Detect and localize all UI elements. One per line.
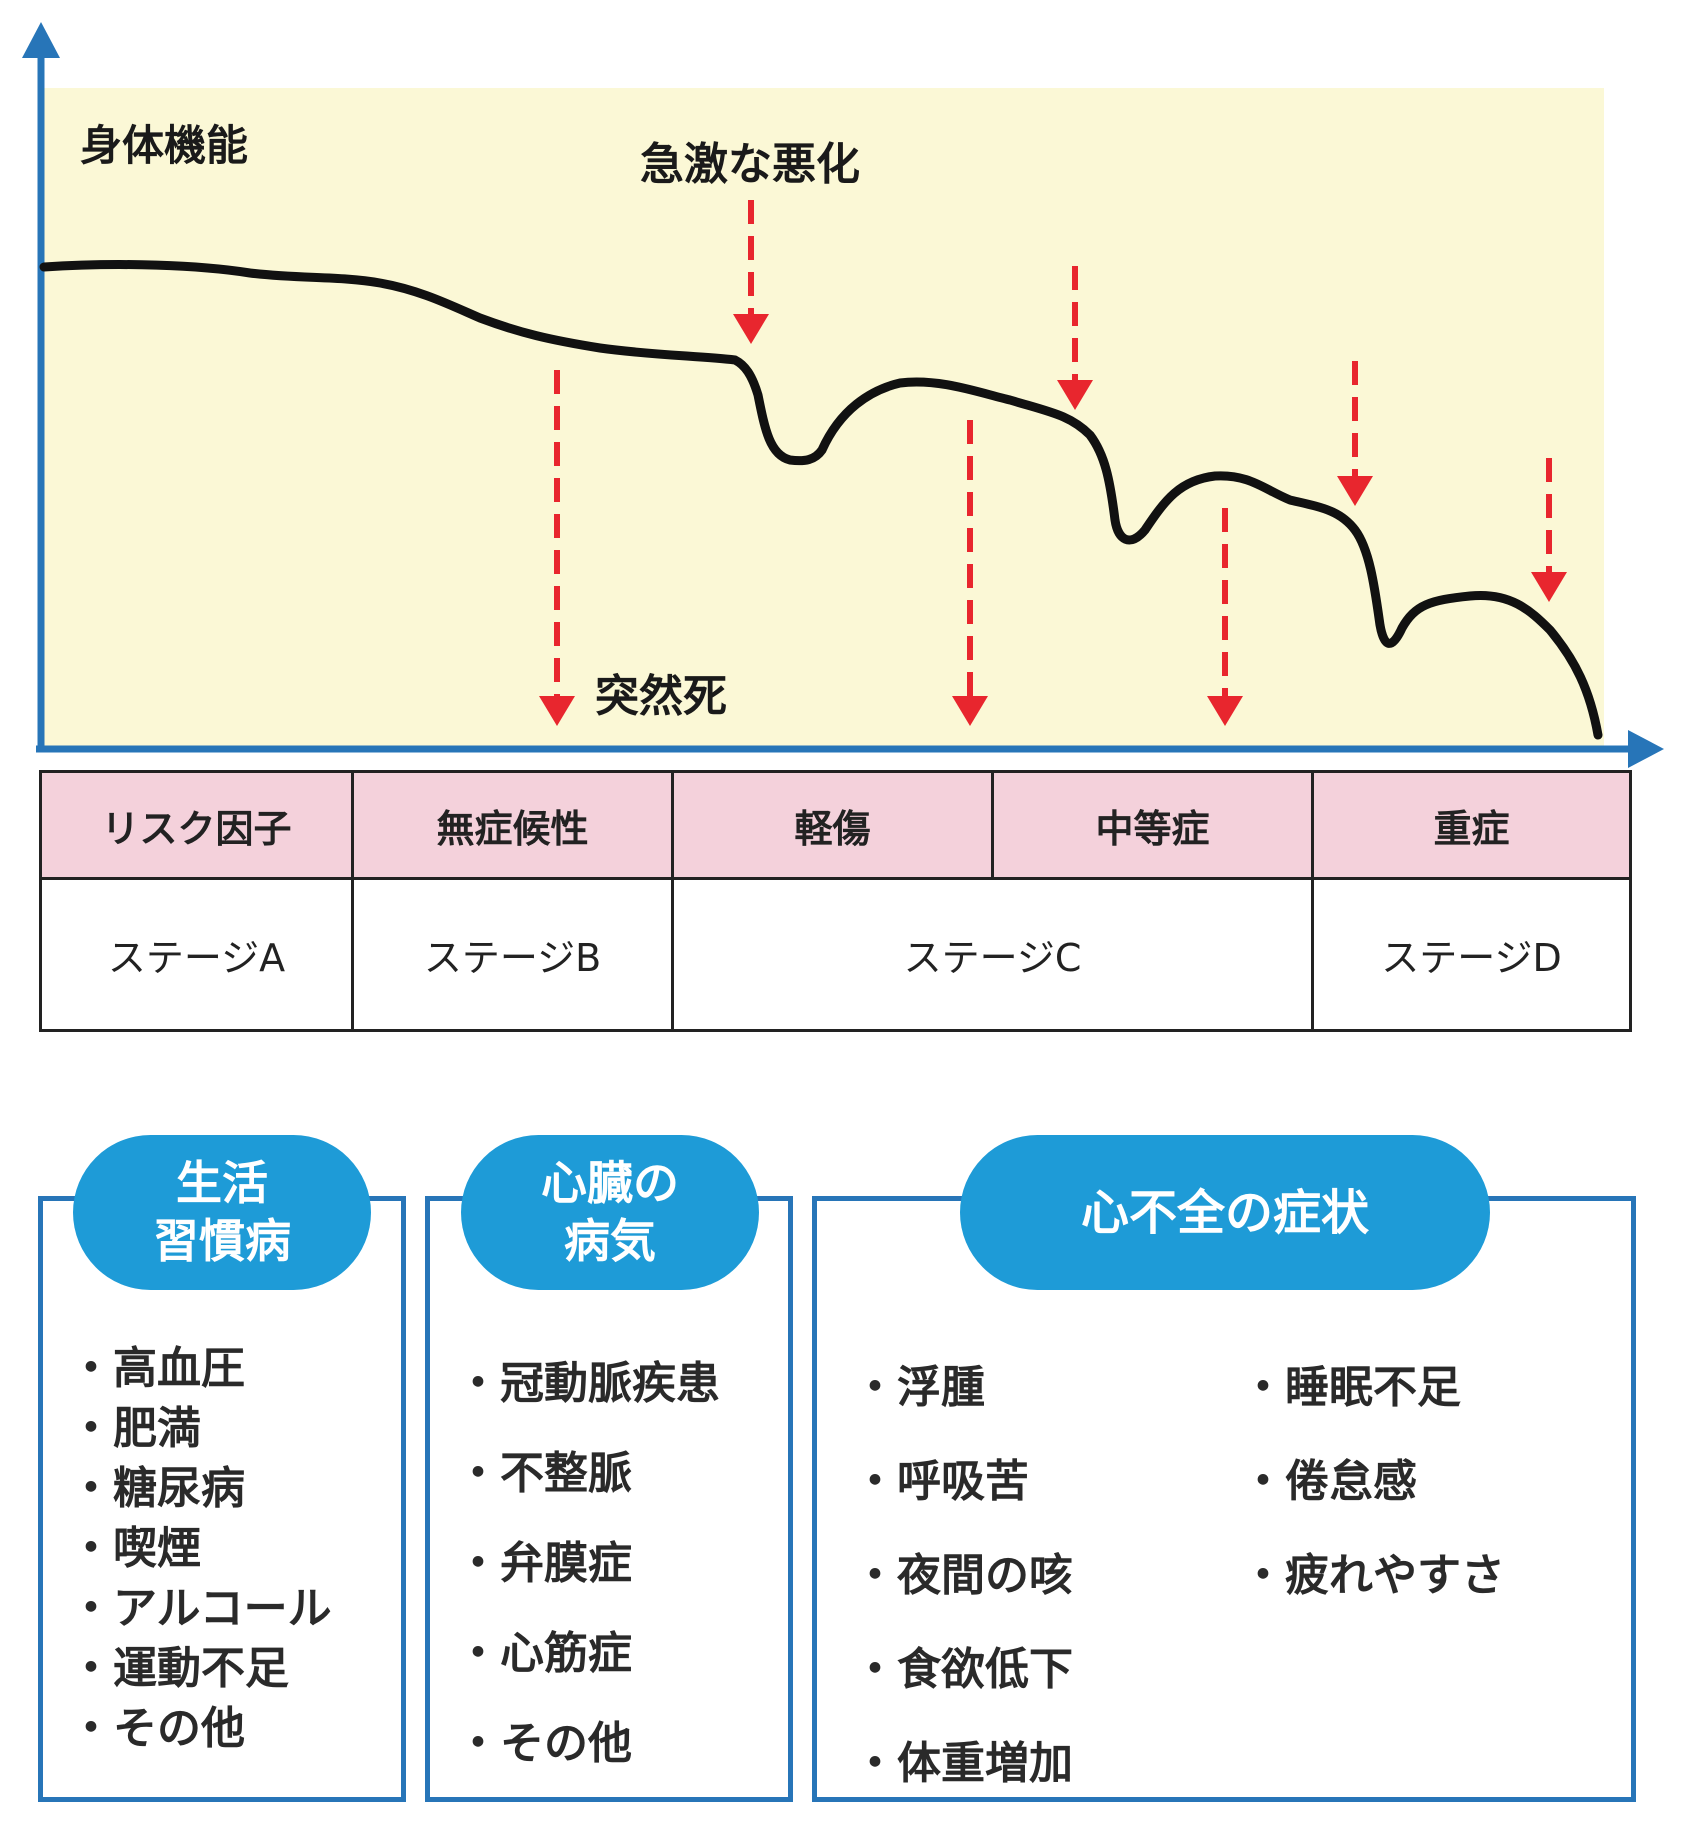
sudden-death-arrows [539,370,1243,726]
list-item: 疲れやすさ [1241,1529,1505,1623]
stage-d: ステージD [1314,880,1629,1029]
phase-asymptomatic: 無症候性 [354,773,674,880]
symptoms-title: 心不全の症状 [960,1135,1490,1290]
list-item: 高血圧 [69,1339,332,1399]
physical-function-diagram [22,22,1664,768]
list-item: 糖尿病 [69,1459,332,1519]
phase-severe: 重症 [1314,773,1629,880]
worsening-arrows [733,200,1567,602]
title-line: 心臓の [541,1156,679,1210]
list-item: アルコール [69,1579,332,1639]
list-item: 体重増加 [853,1717,1073,1811]
sudden-death-arrowhead-3 [1207,696,1243,726]
list-item: 浮腫 [853,1341,1073,1435]
x-axis-arrowhead [1628,730,1664,768]
y-axis-arrowhead [22,22,60,58]
sudden-worsening-label: 急激な悪化 [640,139,860,190]
list-item: その他 [69,1699,332,1759]
lifestyle-disease-box: 高血圧 肥満 糖尿病 喫煙 アルコール 運動不足 その他 [38,1196,406,1802]
list-item: 不整脈 [456,1429,720,1519]
sudden-death-arrowhead-2 [952,696,988,726]
list-item: 冠動脈疾患 [456,1339,720,1429]
heart-disease-title: 心臓の 病気 [461,1135,759,1290]
worsening-arrowhead-2 [1057,380,1093,410]
worsening-arrowhead-3 [1337,476,1373,506]
list-item: 心筋症 [456,1609,720,1699]
title-line: 心不全の症状 [1080,1184,1369,1241]
title-line: 病気 [564,1213,656,1268]
plot-background [44,88,1604,748]
phase-moderate: 中等症 [994,773,1314,880]
worsening-arrowhead-1 [733,314,769,344]
stage-b: ステージB [354,880,674,1029]
list-item: 弁膜症 [456,1519,720,1609]
list-item: 運動不足 [69,1639,332,1699]
title-line: 習慣病 [153,1213,291,1268]
title-line: 生活 [176,1156,268,1210]
physical-function-curve [39,260,1603,740]
stage-table: リスク因子 無症候性 軽傷 中等症 重症 ステージA ステージB ステージC ス… [39,770,1632,1032]
symptoms-list-right: 睡眠不足 倦怠感 疲れやすさ [1241,1341,1505,1623]
heart-disease-box: 冠動脈疾患 不整脈 弁膜症 心筋症 その他 [425,1196,793,1802]
heart-disease-list: 冠動脈疾患 不整脈 弁膜症 心筋症 その他 [456,1339,720,1789]
list-item: 肥満 [69,1399,332,1459]
list-item: 食欲低下 [853,1623,1073,1717]
stage-c: ステージC [674,880,1314,1029]
lifestyle-disease-list: 高血圧 肥満 糖尿病 喫煙 アルコール 運動不足 その他 [69,1339,332,1759]
symptoms-list-left: 浮腫 呼吸苦 夜間の咳 食欲低下 体重増加 [853,1341,1073,1811]
phase-mild: 軽傷 [674,773,994,880]
list-item: 夜間の咳 [853,1529,1073,1623]
list-item: 喫煙 [69,1519,332,1579]
worsening-arrowhead-4 [1531,572,1567,602]
y-axis-label: 身体機能 [80,121,249,170]
list-item: 呼吸苦 [853,1435,1073,1529]
phase-risk-factor: リスク因子 [42,773,354,880]
list-item: 倦怠感 [1241,1435,1505,1529]
list-item: 睡眠不足 [1241,1341,1505,1435]
sudden-death-arrowhead-1 [539,696,575,726]
lifestyle-disease-title: 生活 習慣病 [73,1135,371,1290]
list-item: その他 [456,1699,720,1789]
stage-a: ステージA [42,880,354,1029]
sudden-death-label: 突然死 [595,671,727,722]
